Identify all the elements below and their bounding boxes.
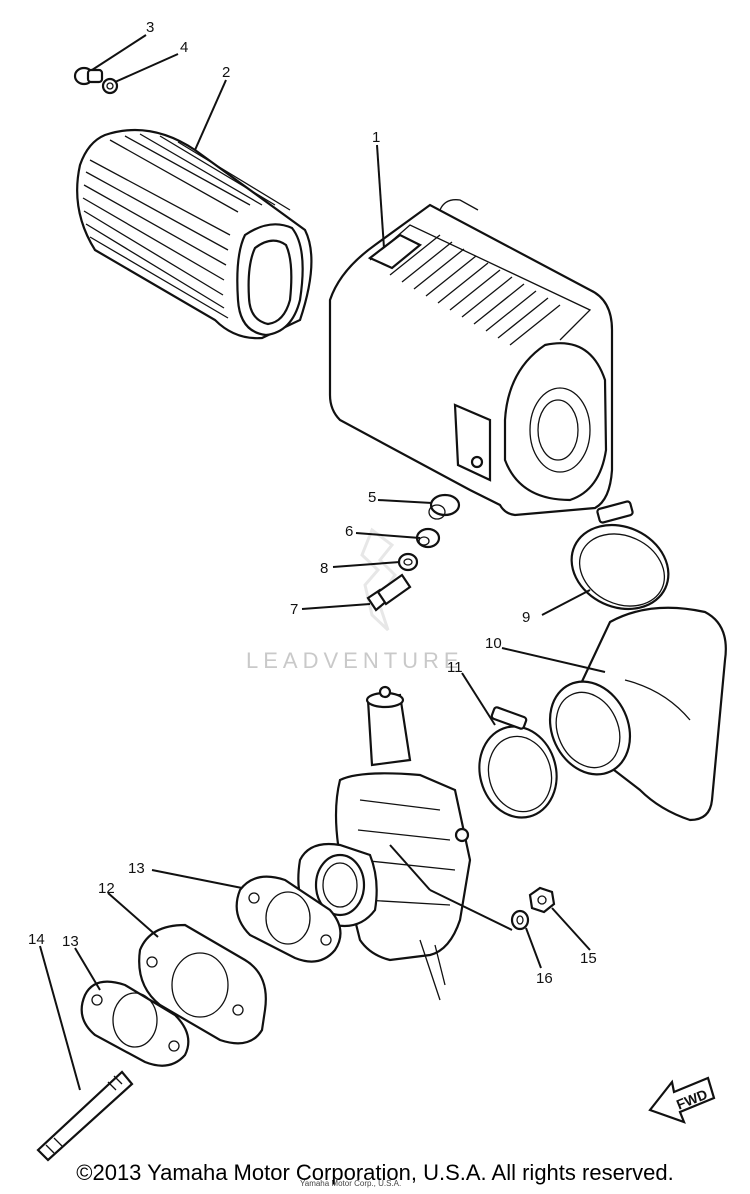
callout-7: 7 <box>290 601 298 618</box>
callout-8: 8 <box>320 560 328 577</box>
air-filter-case <box>328 199 614 517</box>
hose-clamp-9 <box>570 500 670 611</box>
intake-joint-10 <box>548 606 727 822</box>
nut-15 <box>528 886 556 914</box>
bolt-7 <box>366 573 412 612</box>
callout-16: 16 <box>536 970 553 987</box>
grommet-5 <box>428 493 461 520</box>
watermark-logo <box>360 527 397 632</box>
washer-8 <box>397 552 419 572</box>
callout-1: 1 <box>372 129 380 146</box>
insulator-12 <box>138 923 267 1045</box>
small-note: Yamaha Motor Corp., U.S.A. <box>300 1179 401 1188</box>
copyright-notice: ©2013 Yamaha Motor Corporation, U.S.A. A… <box>76 1160 674 1185</box>
callout-13-lower: 13 <box>62 933 79 950</box>
stud-bolt-14 <box>36 1070 134 1162</box>
callout-9: 9 <box>522 609 530 626</box>
washer-16 <box>510 909 530 931</box>
callout-3: 3 <box>146 19 154 36</box>
hose-clamp-11 <box>478 706 558 819</box>
callout-10: 10 <box>485 635 502 652</box>
gasket-13-lower <box>80 980 190 1067</box>
watermark-text: LEADVENTURE <box>246 648 464 673</box>
leader-lines <box>39 34 606 1091</box>
callout-2: 2 <box>222 64 230 81</box>
bolt-3 <box>73 66 104 86</box>
callout-14: 14 <box>28 931 45 948</box>
callout-4: 4 <box>180 39 188 56</box>
callout-12: 12 <box>98 880 115 897</box>
washer-4 <box>101 77 119 95</box>
air-filter-element <box>76 128 313 340</box>
callout-15: 15 <box>580 950 597 967</box>
callout-11: 11 <box>447 659 463 676</box>
forward-arrow-icon: FWD <box>648 1076 716 1124</box>
collar-6 <box>415 527 441 549</box>
callout-5: 5 <box>368 489 376 506</box>
callout-6: 6 <box>345 523 353 540</box>
gasket-13-upper <box>235 875 342 963</box>
callout-13-upper: 13 <box>128 860 145 877</box>
